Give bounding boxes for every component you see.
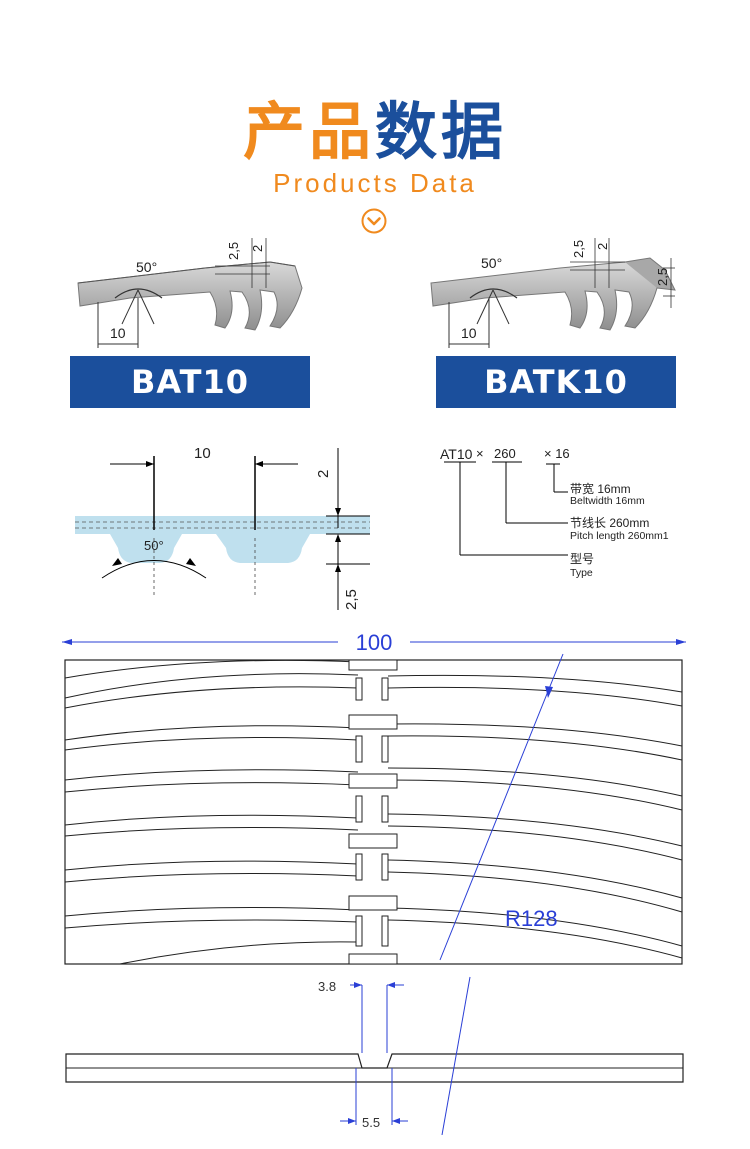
type-label-cn: 型号 (570, 552, 595, 566)
slot-top-dim: 3.8 (318, 979, 336, 994)
designation-leader-lines (444, 461, 568, 556)
belt-side-view-drawing: 3.8 5.5 (65, 976, 684, 1135)
chevron-down-circle-icon (361, 208, 387, 234)
batk10-dim-b: 2 (595, 243, 610, 250)
page-title: 产品数据 (0, 92, 750, 172)
cross-height-top: 2 (315, 470, 332, 478)
bat10-pitch-label: 10 (110, 325, 126, 341)
cross-pitch-label: 10 (194, 445, 211, 462)
radius-label: R128 (505, 906, 558, 931)
designation-block: AT10 × 260 × 16 带宽 16mm Beltwidth 16mm 节… (440, 440, 740, 590)
designation-width: × 16 (544, 446, 570, 461)
batk10-profile-drawing: 50° 10 2,5 2 2,5 (430, 238, 676, 348)
bat10-dim-a: 2,5 (226, 242, 241, 260)
designation-length: 260 (494, 446, 516, 461)
batk10-dim-a: 2,5 (571, 240, 586, 258)
belt-top-view-drawing: 100 (62, 630, 686, 965)
width-dimension-label: 100 (356, 630, 393, 655)
batk10-pitch-label: 10 (461, 325, 477, 341)
bat10-dim-b: 2 (250, 245, 265, 252)
type-label-en: Type (570, 567, 593, 579)
title-part-1: 产品 (242, 95, 375, 168)
bat10-angle-label: 50° (136, 259, 157, 275)
designation-code: AT10 (440, 446, 473, 462)
length-label-en: Pitch length 260mm1 (570, 530, 669, 542)
cross-section-drawing: 10 2 2,5 50° (75, 445, 370, 610)
batk10-label: BATK10 (436, 356, 676, 408)
width-label-cn: 带宽 16mm (570, 482, 631, 496)
length-label-cn: 节线长 260mm (570, 516, 650, 530)
title-part-2: 数据 (375, 95, 508, 168)
designation-times-1: × (476, 446, 484, 461)
bat10-profile-drawing: 50° 10 2,5 2 (77, 238, 303, 348)
slot-bottom-dim: 5.5 (362, 1115, 380, 1130)
width-label-en: Beltwidth 16mm (570, 495, 645, 507)
batk10-angle-label: 50° (481, 255, 502, 271)
page-subtitle: Products Data (273, 168, 477, 198)
cross-height-bottom: 2,5 (343, 589, 360, 610)
batk10-dim-c: 2,5 (655, 268, 670, 286)
bat10-label: BAT10 (70, 356, 310, 408)
